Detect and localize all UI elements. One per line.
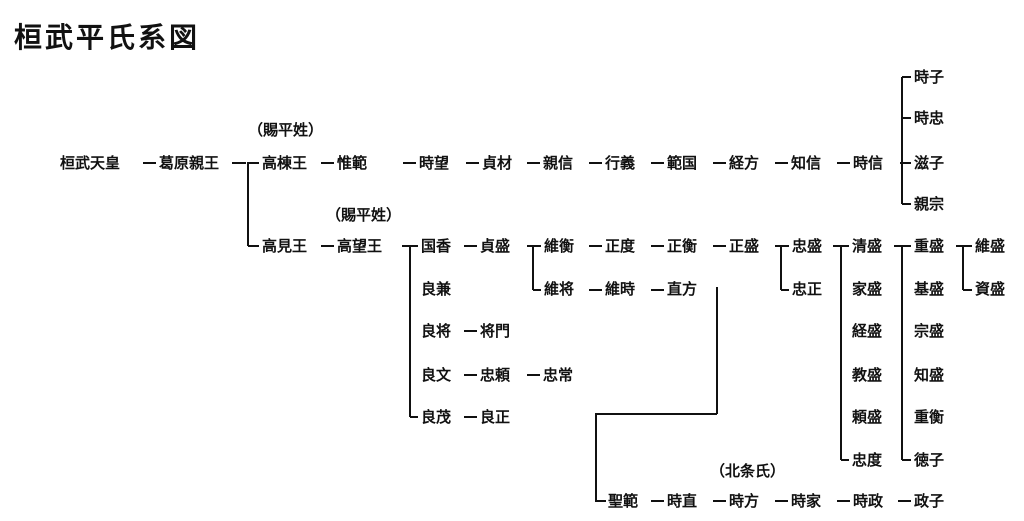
person-name: 政子 <box>914 492 944 510</box>
page-title: 桓武平氏系図 <box>14 21 201 54</box>
tree-connectors <box>143 76 972 502</box>
person-name: 良茂 <box>421 408 451 426</box>
person-name: 頼盛 <box>851 408 882 426</box>
person-name: 時方 <box>729 492 759 510</box>
person-name: 時望 <box>419 154 449 172</box>
annotations: （賜平姓） （賜平姓） （北条氏） <box>248 121 785 480</box>
person-name: 時信 <box>853 154 883 172</box>
person-name: 行義 <box>604 154 635 172</box>
person-name: 家盛 <box>852 280 882 298</box>
person-name: 惟範 <box>336 154 367 172</box>
person-name: 直方 <box>667 280 697 298</box>
person-name: 知信 <box>791 154 821 172</box>
person-name: 維盛 <box>975 237 1005 255</box>
person-name: 知盛 <box>914 366 944 384</box>
person-name: 維時 <box>605 280 635 298</box>
annotation-taira-surname: （賜平姓） <box>248 121 323 139</box>
person-name: 忠頼 <box>480 366 511 384</box>
person-name: 忠盛 <box>792 237 822 255</box>
person-name: 経盛 <box>852 322 882 340</box>
person-name: 正衡 <box>667 237 697 255</box>
person-name: 時家 <box>791 492 821 510</box>
annotation-taira-surname: （賜平姓） <box>326 206 401 224</box>
person-name: 貞盛 <box>480 237 510 255</box>
person-name: 高望王 <box>337 237 382 255</box>
person-name: 重盛 <box>914 237 944 255</box>
person-name: 経方 <box>729 154 759 172</box>
annotation-hojo-clan: （北条氏） <box>710 462 785 480</box>
person-name: 維衡 <box>544 237 574 255</box>
person-name: 時子 <box>914 68 944 86</box>
person-name: 国香 <box>421 237 451 255</box>
person-name: 高見王 <box>262 237 307 255</box>
person-name: 維将 <box>544 280 574 298</box>
person-name: 良将 <box>421 322 451 340</box>
person-name: 親宗 <box>914 195 944 213</box>
person-name: 重衡 <box>914 408 944 426</box>
person-name: 範国 <box>667 154 697 172</box>
person-name: 貞材 <box>482 154 512 172</box>
person-name: 時直 <box>667 492 697 510</box>
person-names: 桓武天皇 葛原親王 高棟王 高見王 惟範 時望 貞材 親信 行義 範国 経方 知… <box>60 68 1005 510</box>
person-name: 基盛 <box>913 280 944 298</box>
person-name: 時政 <box>853 492 884 510</box>
person-name: 将門 <box>480 322 510 340</box>
person-name: 滋子 <box>914 154 944 172</box>
person-name: 高棟王 <box>262 154 307 172</box>
person-name: 正盛 <box>729 237 759 255</box>
person-name: 正度 <box>605 237 636 255</box>
person-name: 良兼 <box>421 280 452 298</box>
person-name: 資盛 <box>975 280 1005 298</box>
person-name: 聖範 <box>608 492 638 510</box>
person-name: 良文 <box>421 366 452 384</box>
person-name: 親信 <box>543 154 573 172</box>
person-name: 忠常 <box>543 366 573 384</box>
person-name: 清盛 <box>852 237 882 255</box>
person-name: 桓武天皇 <box>60 154 120 172</box>
person-name: 忠正 <box>792 280 822 298</box>
person-name: 教盛 <box>851 366 882 384</box>
person-name: 宗盛 <box>914 322 944 340</box>
person-name: 徳子 <box>913 451 944 469</box>
person-name: 葛原親王 <box>158 154 219 172</box>
person-name: 時忠 <box>914 109 944 127</box>
person-name: 良正 <box>480 408 510 426</box>
person-name: 忠度 <box>852 451 883 469</box>
